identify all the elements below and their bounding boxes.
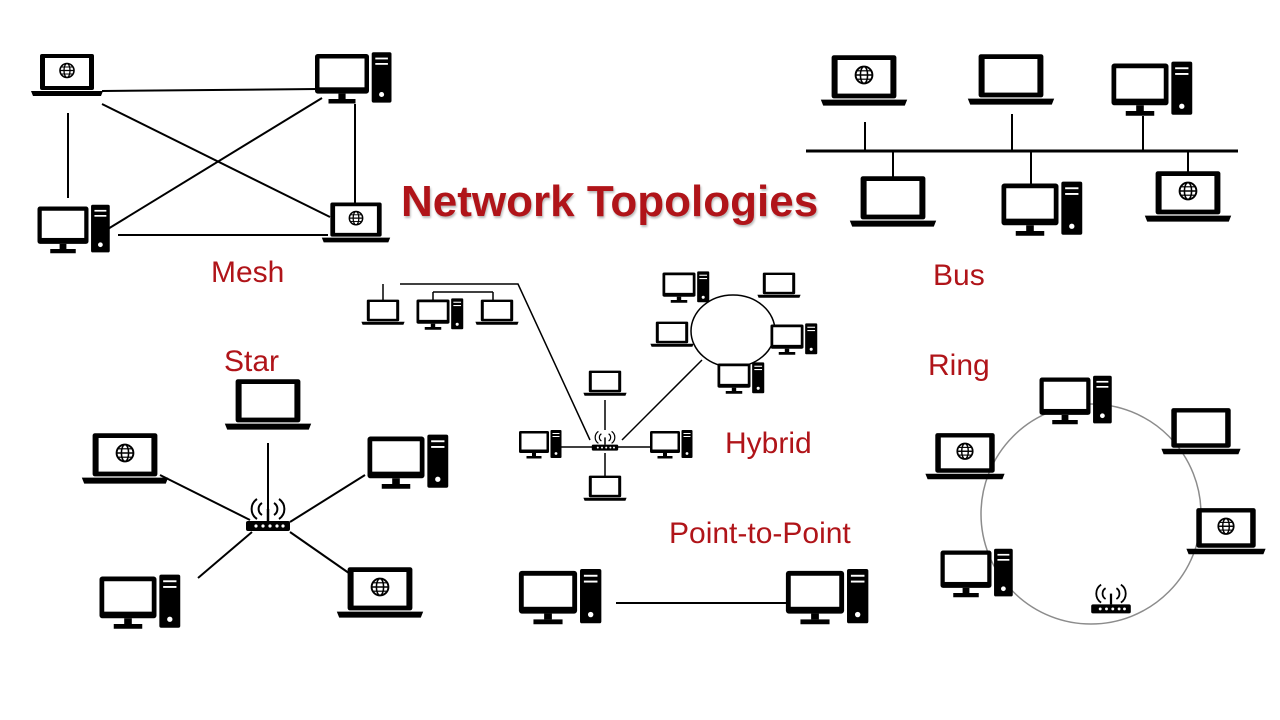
wireless-router-icon [246, 498, 290, 531]
desktop-tower-icon [1111, 61, 1193, 116]
laptop-globe-icon [336, 567, 424, 618]
desktop-tower-icon [940, 548, 1013, 598]
star-link [159, 474, 251, 521]
desktop-tower-icon [99, 574, 181, 629]
desktop-tower-icon [519, 430, 562, 459]
hybrid-ring-link [690, 294, 776, 368]
hybrid-star-link [621, 359, 703, 441]
laptop-icon [224, 379, 312, 430]
laptop-globe-icon [81, 433, 169, 484]
desktop-tower-icon [785, 568, 869, 625]
desktop-tower-icon [518, 568, 602, 625]
mesh-link [97, 97, 323, 236]
desktop-tower-icon [367, 434, 449, 489]
laptop-icon [583, 370, 627, 396]
laptop-icon [967, 54, 1055, 105]
laptop-globe-icon [1186, 508, 1266, 555]
laptop-icon [1161, 408, 1241, 455]
laptop-icon [650, 321, 694, 347]
wireless-router-icon [591, 430, 619, 451]
desktop-tower-icon [1001, 181, 1083, 236]
label-star: Star [224, 345, 280, 378]
star-link [289, 531, 357, 579]
desktop-tower-icon [416, 298, 464, 330]
label-bus: Bus [933, 259, 985, 292]
mesh-link [101, 103, 331, 218]
label-mesh: Mesh [211, 256, 285, 289]
laptop-icon [849, 176, 937, 227]
label-ring: Ring [928, 349, 990, 382]
hybrid-bus-backbone [400, 283, 591, 441]
laptop-icon [757, 272, 801, 298]
devices [31, 52, 1266, 629]
laptop-icon [475, 299, 519, 325]
label-point-to-point: Point-to-Point [669, 517, 851, 550]
laptop-globe-icon [321, 202, 391, 243]
laptop-globe-icon [820, 55, 908, 106]
laptop-globe-icon [1144, 171, 1232, 222]
label-hybrid: Hybrid [725, 427, 812, 460]
desktop-tower-icon [662, 271, 710, 303]
desktop-tower-icon [770, 323, 818, 355]
laptop-globe-icon [925, 433, 1005, 480]
mesh-link [101, 88, 319, 92]
desktop-tower-icon [315, 52, 392, 104]
wireless-router-icon [1091, 583, 1131, 614]
page-title: Network Topologies [401, 177, 819, 226]
connection-lines [67, 88, 1238, 625]
laptop-icon [361, 299, 405, 325]
desktop-tower-icon [1039, 375, 1112, 425]
desktop-tower-icon [37, 204, 110, 254]
desktop-tower-icon [717, 362, 765, 394]
star-link [197, 531, 253, 579]
star-link [289, 474, 366, 523]
laptop-globe-icon [31, 54, 103, 96]
desktop-tower-icon [650, 430, 693, 459]
ring-link [980, 403, 1202, 625]
laptop-icon [583, 475, 627, 501]
